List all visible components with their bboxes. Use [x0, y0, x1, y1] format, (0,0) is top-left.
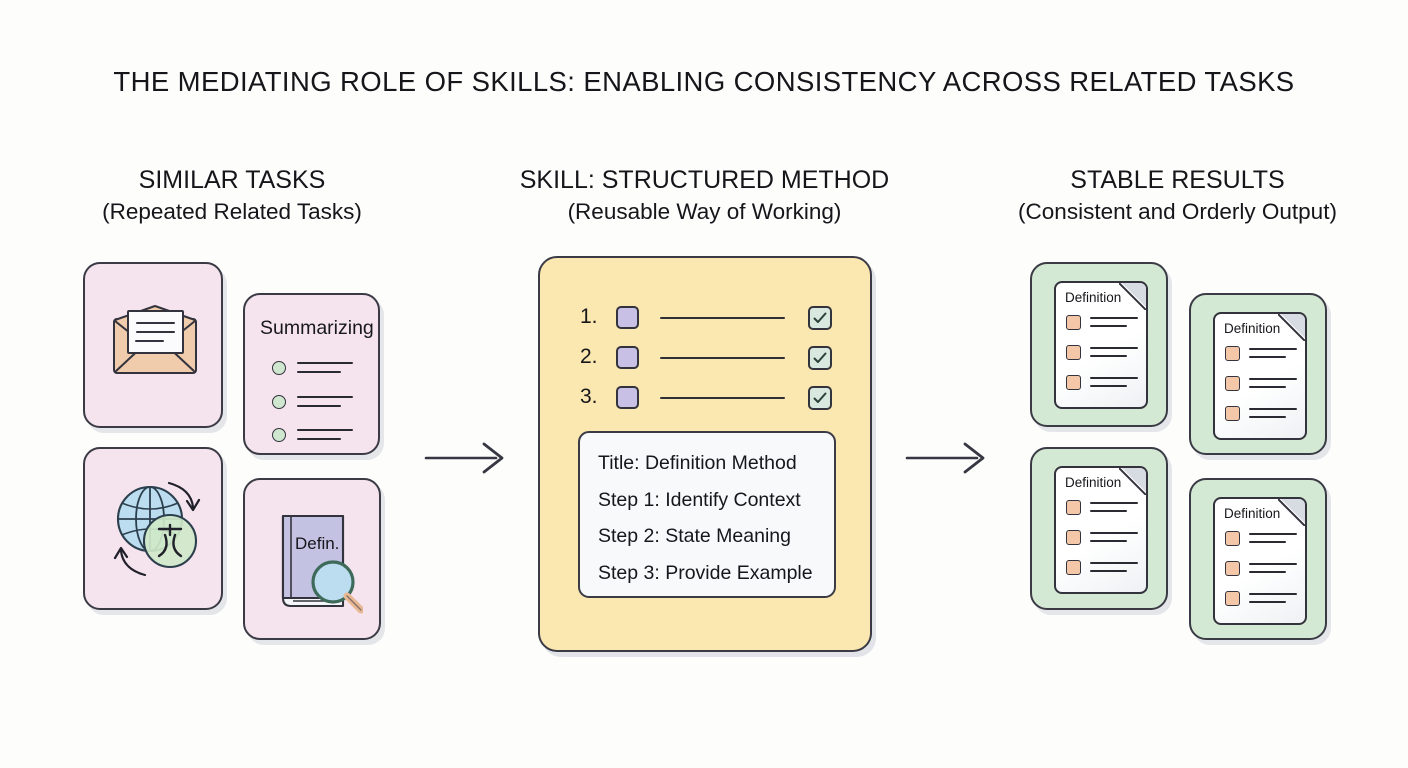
recipe-line: Step 2: State Meaning — [598, 525, 791, 547]
column-heading-similar-tasks: SIMILAR TASKS (Repeated Related Tasks) — [32, 166, 432, 225]
recipe-line: Step 1: Identify Context — [598, 488, 801, 511]
row-square-icon — [1225, 531, 1240, 546]
step-line — [660, 357, 785, 359]
bullet-dot-icon — [272, 428, 286, 442]
definition-document-icon: Definition — [1213, 312, 1307, 440]
column-heading-skill: SKILL: STRUCTURED METHOD (Reusable Way o… — [492, 166, 917, 225]
page-fold-line — [1278, 499, 1305, 526]
skill-step-row[interactable]: 3. — [580, 385, 838, 412]
row-square-icon — [1066, 375, 1081, 390]
summarizing-label: Summarizing — [260, 317, 374, 339]
definition-document-icon: Definition — [1054, 281, 1148, 409]
bullet-dot-icon — [272, 395, 286, 409]
letter-sheet — [127, 310, 184, 354]
column-heading-subtitle: (Reusable Way of Working) — [567, 199, 842, 224]
column-heading-title: SKILL: STRUCTURED METHOD — [519, 166, 890, 194]
definition-document-icon: Definition — [1054, 466, 1148, 594]
recipe-line: Step 3: Provide Example — [598, 561, 813, 584]
document-title: Definition — [1224, 321, 1281, 336]
column-heading-subtitle: (Repeated Related Tasks) — [102, 199, 362, 224]
step-square-icon[interactable] — [616, 346, 639, 369]
row-square-icon — [1225, 346, 1240, 361]
step-number: 1. — [580, 305, 598, 328]
translate-globe-icon — [107, 477, 207, 581]
row-square-icon — [1225, 376, 1240, 391]
step-number: 2. — [580, 345, 598, 368]
step-checkbox-icon[interactable] — [808, 306, 832, 330]
arrow-skill-to-results — [905, 438, 991, 483]
bullet-dot-icon — [272, 361, 286, 375]
result-doc-1[interactable]: Definition — [1030, 262, 1168, 427]
column-heading-title: SIMILAR TASKS — [138, 166, 326, 194]
envelope-icon — [113, 305, 197, 374]
row-square-icon — [1225, 591, 1240, 606]
step-checkbox-icon[interactable] — [808, 346, 832, 370]
page-fold-line — [1119, 283, 1146, 310]
result-doc-4[interactable]: Definition — [1189, 478, 1327, 640]
row-square-icon — [1066, 345, 1081, 360]
row-square-icon — [1225, 406, 1240, 421]
dictionary-label: Defin. — [295, 534, 340, 553]
translation-task-card[interactable] — [83, 447, 223, 610]
document-title: Definition — [1065, 475, 1122, 490]
skill-recipe-card: Title: Definition Method Step 1: Identif… — [578, 431, 836, 598]
bullet-item — [272, 393, 372, 411]
arrow-tasks-to-skill — [424, 438, 510, 483]
bullet-item — [272, 359, 372, 377]
column-heading-stable-results: STABLE RESULTS (Consistent and Orderly O… — [965, 166, 1390, 225]
result-doc-3[interactable]: Definition — [1030, 447, 1168, 610]
skill-step-row[interactable]: 2. — [580, 345, 838, 372]
document-title: Definition — [1065, 290, 1122, 305]
definition-document-icon: Definition — [1213, 497, 1307, 625]
row-square-icon — [1066, 500, 1081, 515]
row-square-icon — [1225, 561, 1240, 576]
dictionary-magnifier-icon: Defin. — [271, 506, 365, 616]
step-square-icon[interactable] — [616, 306, 639, 329]
email-task-card[interactable] — [83, 262, 223, 428]
skill-step-row[interactable]: 1. — [580, 305, 838, 332]
step-line — [660, 397, 785, 399]
document-title: Definition — [1224, 506, 1281, 521]
page-fold-line — [1278, 314, 1305, 341]
row-square-icon — [1066, 560, 1081, 575]
column-heading-subtitle: (Consistent and Orderly Output) — [1018, 199, 1337, 224]
page-title: THE MEDIATING ROLE OF SKILLS: ENABLING C… — [113, 66, 1295, 97]
row-square-icon — [1066, 530, 1081, 545]
bullet-item — [272, 426, 372, 444]
recipe-line: Title: Definition Method — [598, 452, 797, 474]
step-line — [660, 317, 785, 319]
row-square-icon — [1066, 315, 1081, 330]
step-square-icon[interactable] — [616, 386, 639, 409]
page-fold-line — [1119, 468, 1146, 495]
step-checkbox-icon[interactable] — [808, 386, 832, 410]
summarizing-task-card[interactable]: Summarizing — [243, 293, 380, 455]
definition-task-card[interactable]: Defin. — [243, 478, 381, 640]
step-number: 3. — [580, 385, 598, 408]
column-heading-title: STABLE RESULTS — [1070, 166, 1285, 194]
skill-structured-method-panel[interactable]: 1. 2. 3. Title: Definition Method — [538, 256, 872, 652]
result-doc-2[interactable]: Definition — [1189, 293, 1327, 455]
